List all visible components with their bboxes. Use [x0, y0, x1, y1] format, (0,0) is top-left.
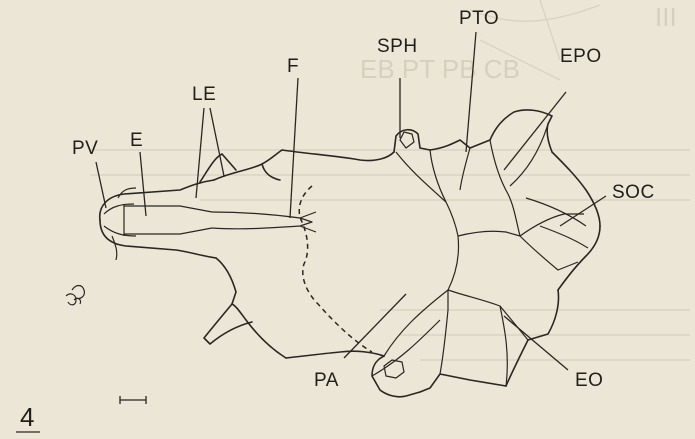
small-fragment	[66, 286, 84, 305]
leader-le	[196, 108, 224, 198]
leader-f	[290, 78, 298, 218]
label-pa: PA	[314, 370, 339, 391]
label-soc: SOC	[612, 182, 655, 203]
label-pv: PV	[72, 138, 98, 159]
leader-pv	[96, 162, 106, 208]
figure-number-group: 4	[16, 402, 40, 432]
leader-eo	[504, 316, 568, 370]
skull-outline	[100, 110, 600, 397]
label-eo: EO	[575, 370, 603, 391]
bleed-text-top: EB PT PB CB	[360, 54, 520, 84]
label-f: F	[287, 56, 299, 77]
label-sph: SPH	[377, 36, 418, 57]
leader-pa	[344, 294, 406, 358]
leader-lines	[96, 32, 606, 370]
figure-number: 4	[20, 402, 34, 432]
label-epo: EPO	[560, 46, 602, 67]
label-le: LE	[192, 84, 216, 105]
leader-epo	[504, 92, 566, 170]
label-e: E	[130, 130, 143, 151]
label-pto: PTO	[459, 8, 499, 29]
leader-pto	[466, 32, 476, 152]
scale-bar	[120, 396, 146, 404]
bleed-text-corner: III	[655, 2, 677, 32]
